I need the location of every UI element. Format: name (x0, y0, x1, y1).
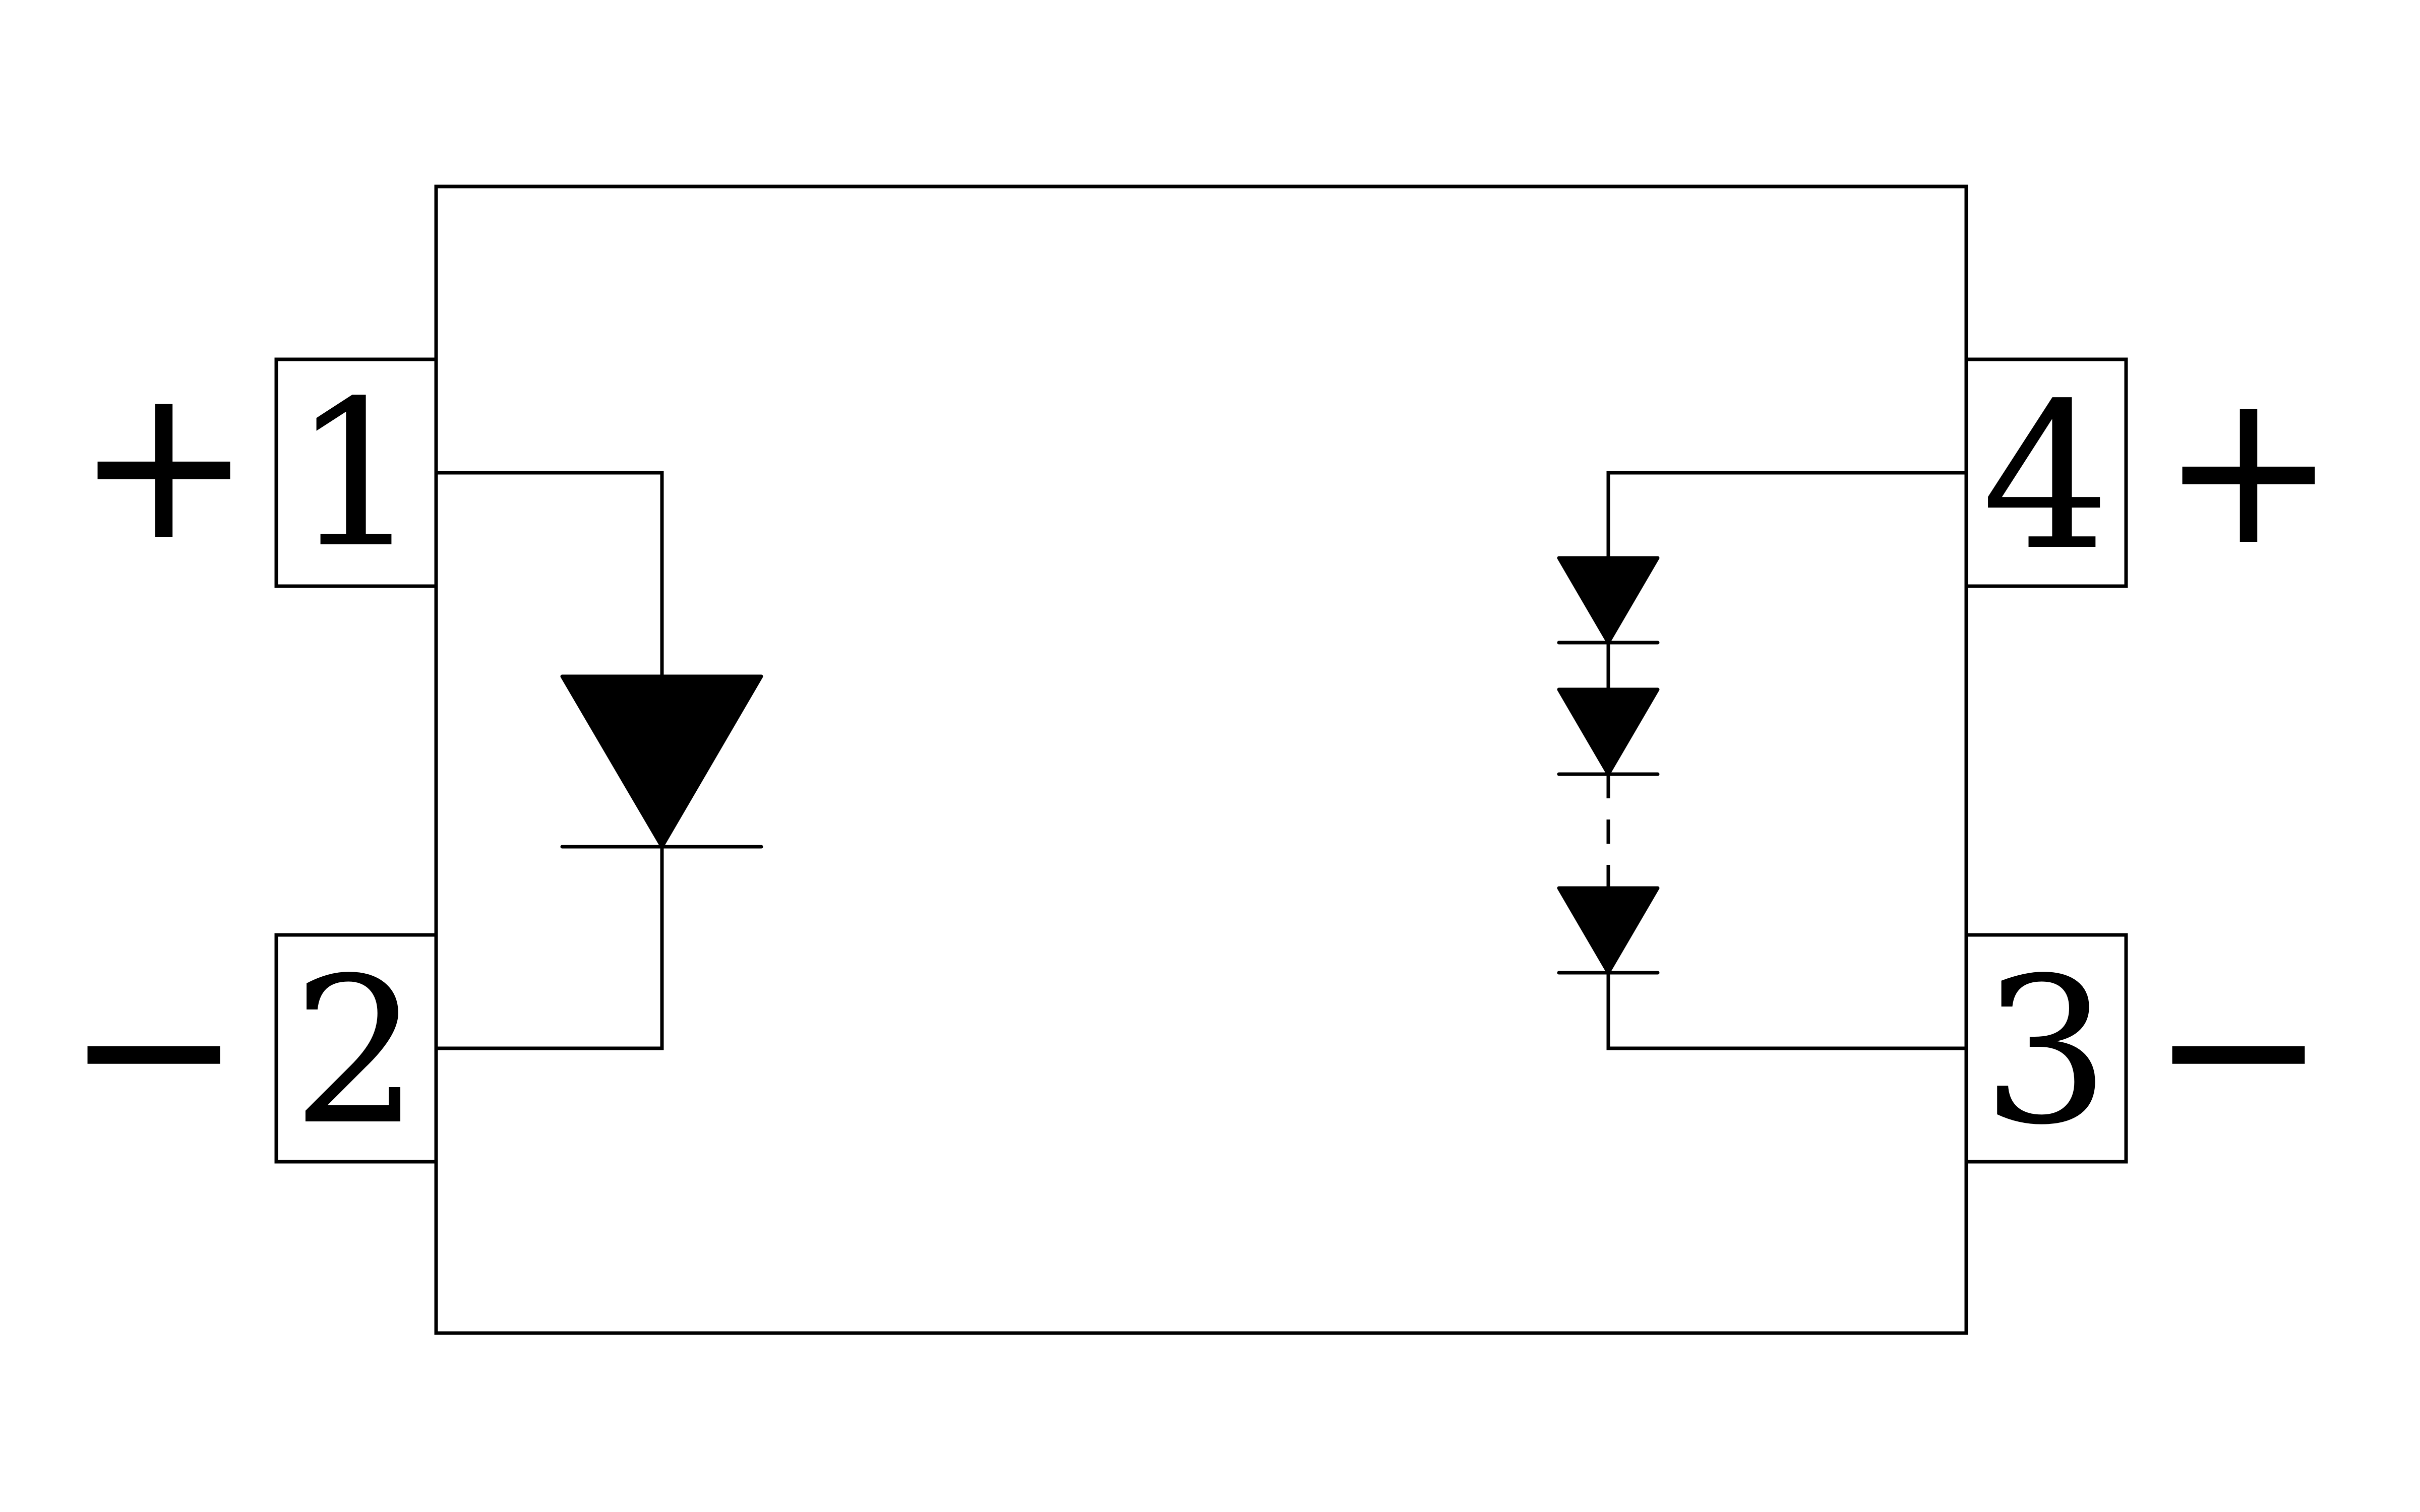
led-triangle (560, 674, 763, 849)
pin-2-label: 2 (292, 935, 420, 1169)
pin-1-polarity: + (75, 341, 253, 587)
pin-3-label: 3 (1982, 935, 2110, 1169)
array-anode-wire (1606, 471, 1968, 560)
photodiode-array (1557, 471, 1968, 1050)
pin-1-label: 1 (292, 358, 420, 592)
array-cathode-wire (1606, 971, 1968, 1050)
pin-4-label: 4 (1982, 360, 2110, 595)
photodiode-1-triangle (1557, 556, 1660, 645)
led-cathode-wire (434, 845, 664, 1050)
pin-4-polarity: + (2160, 346, 2337, 592)
photodiode-2-triangle (1557, 687, 1660, 776)
photodiode-n-triangle (1557, 886, 1660, 975)
input-led (434, 471, 763, 1050)
package-body (434, 184, 1968, 1335)
pin-2-polarity: − (65, 925, 243, 1172)
pin-3-polarity: − (2150, 925, 2327, 1172)
led-anode-wire (434, 471, 664, 678)
